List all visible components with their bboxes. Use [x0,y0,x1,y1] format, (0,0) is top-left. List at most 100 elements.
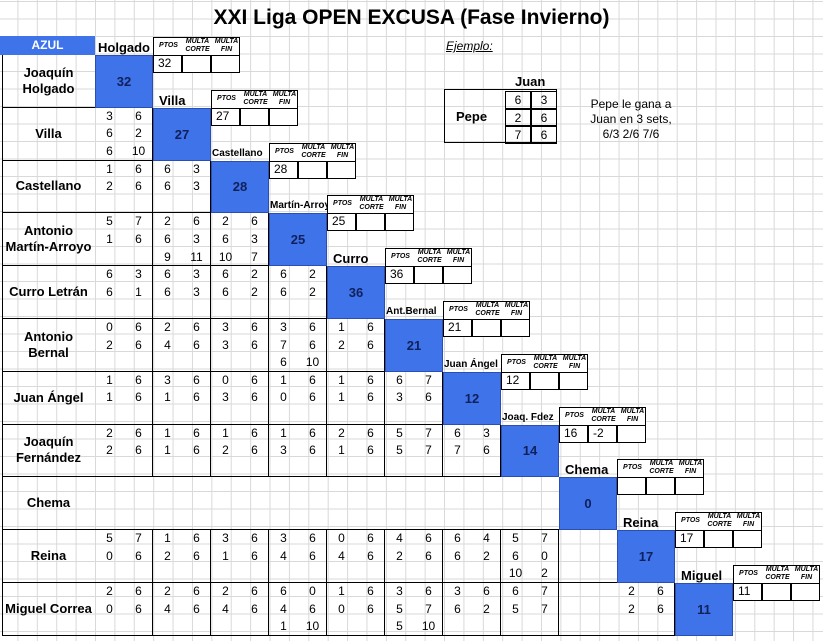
set-score-cell: 5 [396,443,403,458]
set-score-cell: 7 [541,531,548,546]
set-score-cell: 6 [222,284,229,299]
set-score-cell [240,565,269,583]
set-score-cell: 5 [106,214,113,229]
set-score-cell: 7 [251,249,258,264]
points-value: 21 [443,319,472,337]
block-divider [384,583,385,636]
set-score-cell [124,354,153,372]
player-total-square: 17 [617,530,675,583]
set-score-cell [298,565,327,583]
set-score-cell: 6 [425,548,432,563]
set-score-cell [240,460,269,478]
set-score-cell: 6 [251,548,258,563]
set-score-cell: 10 [305,619,320,634]
set-score-cell: 6 [367,531,374,546]
set-score-cell [501,618,530,636]
block-divider [384,319,385,372]
set-score-cell: 1 [338,320,345,334]
set-score-cell [153,565,182,583]
row-separator [2,476,501,478]
block-divider [442,371,443,425]
set-score-cell: 6 [164,284,171,299]
set-score-cell [211,301,240,319]
set-score-cell: 6 [454,548,461,563]
set-score-cell: 1 [106,232,113,246]
set-score-cell: 2 [309,284,316,299]
set-score-cell: 6 [309,425,316,440]
block-divider [268,266,269,319]
set-score-cell: 6 [251,531,258,546]
set-score-cell [240,618,269,636]
set-score-cell: 1 [280,372,287,387]
block-divider [558,530,559,583]
set-score-cell [327,460,356,478]
set-score-cell [356,618,385,636]
set-score-cell: 2 [222,443,229,458]
block-divider [326,424,327,478]
set-score-cell: 3 [222,531,229,546]
player-column-name: Chema [565,462,609,478]
set-score-cell [356,354,385,372]
player-column-name: Curro [333,251,369,267]
set-score-cell [240,301,269,319]
header-label-pts: PTOS [275,147,294,155]
row-separator [2,318,327,319]
set-score-cell: 2 [164,584,171,598]
points-value: 17 [675,530,704,549]
set-score-cell: 6 [251,214,258,229]
set-score-cell [298,460,327,478]
set-score-cell: 6 [135,320,142,334]
header-label-corte: MULTA CORTE [243,90,268,106]
set-score-cell [95,618,124,636]
player-column-name: Holgado [98,40,150,55]
block-divider [268,213,269,267]
set-score-cell: 6 [135,372,142,387]
set-score-cell: 2 [222,214,229,229]
header-label-fin: MULTA FIN [678,460,703,476]
set-score-cell: 10 [218,249,233,264]
set-score-cell: 2 [309,267,316,282]
block-divider [442,424,443,478]
team-label: AZUL [0,36,95,55]
header-label-fin: MULTA FIN [272,90,297,106]
set-score-cell [182,460,211,478]
set-score-cell: 6 [135,232,142,246]
set-score-cell [617,618,646,636]
set-score-cell [153,460,182,478]
set-score-cell: 6 [309,548,316,563]
set-score-cell [182,196,211,214]
set-score-cell: 2 [106,443,113,458]
set-score-cell [182,565,211,583]
set-score-cell [646,618,675,636]
set-score-cell [182,301,211,319]
fin-value [675,477,704,496]
example-set-cell: 7 [505,126,531,144]
example-set-cell: 6 [531,126,557,144]
set-score-cell: 6 [193,531,200,546]
set-score-cell [298,301,327,319]
set-score-cell: 1 [338,390,345,405]
block-divider [326,266,327,319]
set-score-cell [269,565,298,583]
fin-value [559,371,588,390]
block-divider [500,530,501,583]
set-score-cell: 10 [421,619,436,634]
set-score-cell: 7 [541,601,548,616]
set-score-cell: 7 [425,601,432,616]
set-score-cell: 6 [367,320,374,334]
header-label-corte: MULTA CORTE [185,38,210,53]
set-score-cell: 2 [106,584,113,598]
set-score-cell [153,407,182,425]
set-score-cell: 6 [164,179,171,194]
row-separator [2,212,211,214]
block-divider [326,319,327,372]
player-total-square: 14 [501,424,559,478]
set-score-cell: 6 [367,443,374,458]
set-score-cell: 7 [541,584,548,598]
header-label-pts: PTOS [159,42,178,49]
player-column-name: Ant.Bernal [386,306,437,317]
